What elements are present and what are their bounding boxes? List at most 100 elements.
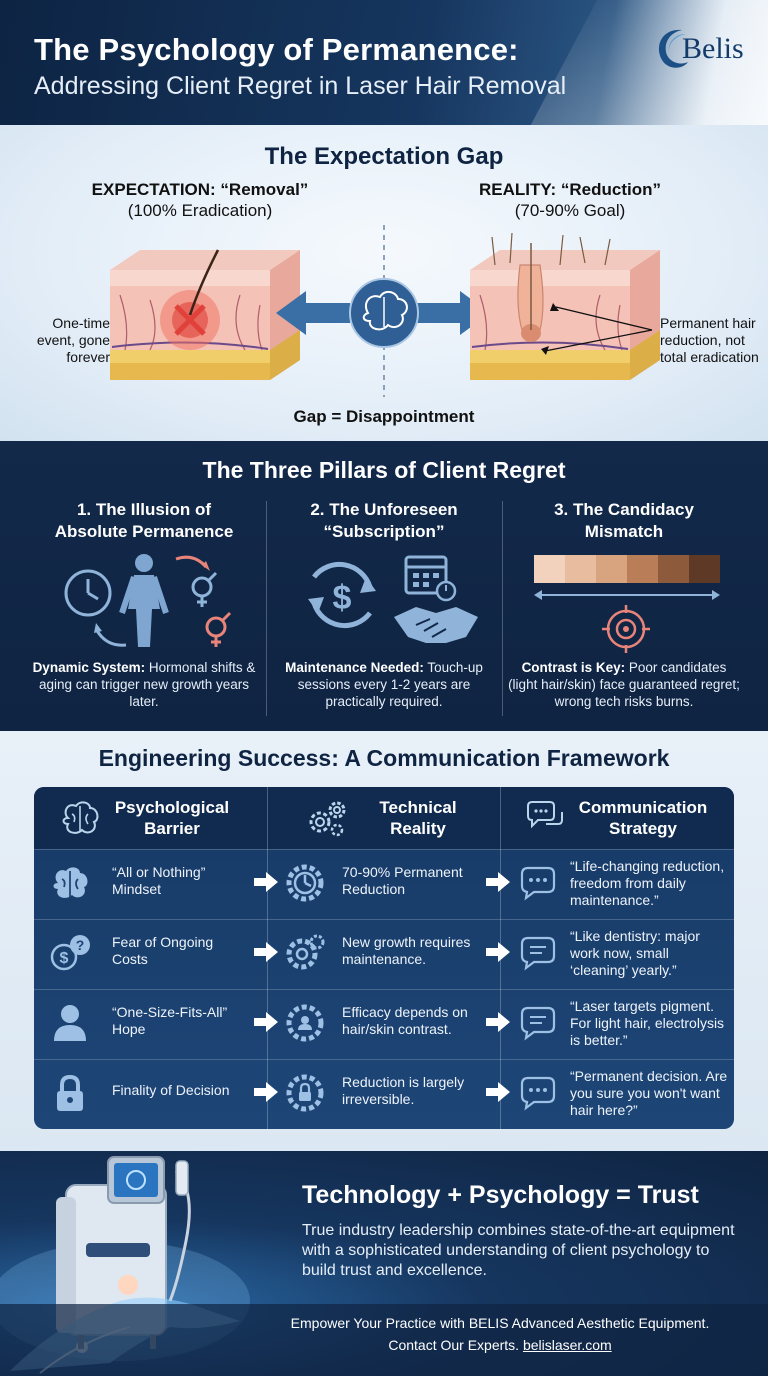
arrow-right-icon: [254, 1012, 278, 1032]
brain-icon: [62, 801, 99, 834]
arrow-right-icon: [486, 942, 510, 962]
pillar-description: Dynamic System: Hormonal shifts & aging …: [26, 659, 262, 710]
arrow-right-icon: [486, 1012, 510, 1032]
reality-note: Permanent hair reduction, not total erad…: [660, 315, 759, 365]
footer-section: Technology + Psychology = Trust True ind…: [0, 1151, 768, 1376]
pillar-title: 1. The Illusion of Absolute Permanence: [16, 499, 272, 543]
header-technical-reality: Technical Reality: [304, 787, 500, 849]
framework-title: Engineering Success: A Communication Fra…: [98, 745, 670, 771]
expectation-sub: (100% Eradication): [127, 201, 273, 220]
pillar-subscription: 2. The Unforeseen “Subscription” $ Maint…: [256, 499, 512, 719]
header-psychological-barrier: Psychological Barrier: [58, 787, 258, 849]
pillar-divider: [502, 501, 503, 716]
expectation-gap-illustration: [110, 225, 660, 397]
header-line1: Psychological: [114, 798, 230, 817]
pillar-title-line2: Mismatch: [584, 522, 664, 541]
gears-icon: [309, 801, 346, 837]
arrow-right-icon: [254, 1082, 278, 1102]
footer-title: Technology + Psychology = Trust: [302, 1181, 699, 1209]
chat-bubbles-icon: [527, 801, 563, 829]
barrier-text: Fear of Ongoing Costs: [112, 934, 214, 967]
pillar-candidacy: 3. The Candidacy Mismatch Contrast is Ke…: [496, 499, 752, 719]
footer-cta-line2: Contact Our Experts. belislaser.com: [250, 1337, 750, 1353]
reality-heading: REALITY: “Reduction”: [479, 180, 661, 199]
pillar-text: Hormonal shifts & aging can trigger new …: [38, 660, 256, 709]
framework-table: Psychological Barrier Technical Reality: [34, 787, 734, 1129]
header-line2: Reality: [390, 819, 446, 838]
header-line1: Communication: [578, 798, 708, 817]
brain-icon: [53, 867, 88, 898]
header-banner: The Psychology of Permanence: Addressing…: [0, 0, 768, 125]
arrow-right-icon: [486, 1082, 510, 1102]
belis-logo[interactable]: Belis: [652, 24, 762, 74]
gear-chart-icon: [286, 864, 324, 902]
clock-body-gender-icon: [64, 554, 232, 647]
person-icon: [54, 1005, 86, 1041]
reality-label: REALITY: “Reduction” (70-90% Goal): [440, 179, 700, 221]
dollar-cycle-handshake-icon: $: [308, 555, 478, 643]
strategy-text: “Laser targets pigment. For light hair, …: [570, 998, 725, 1048]
table-row: “All or Nothing” Mindset 70-90% Permanen…: [34, 849, 734, 915]
gear-lock-icon: [286, 1074, 324, 1112]
logo-text: Belis: [682, 32, 744, 65]
pillar-lead: Contrast is Key:: [521, 660, 626, 675]
pillar-description: Maintenance Needed: Touch-up sessions ev…: [266, 659, 502, 710]
skin-cross-section-icon: [110, 249, 300, 380]
svg-text:?: ?: [76, 937, 85, 953]
gear-person-icon: [286, 1004, 324, 1042]
website-link[interactable]: belislaser.com: [522, 1337, 612, 1353]
strategy-text: “Life-changing reduction, freedom from d…: [570, 858, 725, 908]
reality-text: Efficacy depends on hair/skin contrast.: [342, 1004, 468, 1037]
reality-sub: (70-90% Goal): [514, 201, 626, 220]
dollar-question-icon: $ ?: [50, 935, 90, 971]
pillar-lead: Maintenance Needed:: [285, 660, 424, 675]
footer-body: True industry leadership combines state-…: [302, 1222, 735, 1279]
expectation-heading: EXPECTATION: “Removal”: [91, 180, 309, 199]
pillar-lead: Dynamic System:: [32, 660, 146, 675]
reality-text: New growth requires maintenance.: [342, 934, 471, 967]
skin-cross-section-reality-icon: [470, 232, 660, 380]
padlock-icon: [57, 1074, 83, 1111]
skin-tone-target-icon: [534, 555, 720, 653]
pillar-text: Poor candidates (light hair/skin) face g…: [508, 660, 740, 709]
svg-text:$: $: [333, 579, 352, 617]
strategy-text: “Like dentistry: major work now, small ‘…: [570, 928, 700, 978]
header-line2: Strategy: [608, 819, 678, 838]
pillar-description: Contrast is Key: Poor candidates (light …: [506, 659, 742, 710]
barrier-text: Finality of Decision: [112, 1082, 230, 1098]
strategy-text: “Permanent decision. Are you sure you wo…: [570, 1068, 728, 1118]
expectation-note: One-time event, gone forever: [36, 315, 110, 365]
arrow-right-icon: [254, 872, 278, 892]
pillar-divider: [266, 501, 267, 716]
chat-bubble-icon: [520, 936, 556, 971]
pillars-title: The Three Pillars of Client Regret: [202, 457, 566, 483]
pillar-title: 3. The Candidacy Mismatch: [496, 499, 752, 543]
pillar-title: 2. The Unforeseen “Subscription”: [256, 499, 512, 543]
svg-text:$: $: [60, 950, 69, 967]
pillar-text: Touch-up sessions every 1-2 years are pr…: [297, 660, 483, 709]
framework-table-header: [34, 787, 734, 849]
expectation-gap-section: The Expectation Gap EXPECTATION: “Remova…: [0, 125, 768, 441]
reality-text: 70-90% Permanent Reduction: [342, 864, 463, 897]
page-title: The Psychology of Permanence:: [34, 32, 519, 67]
pillar-title-line2: “Subscription”: [323, 522, 445, 541]
gear-cycle-icon: [286, 934, 325, 970]
expectation-gap-title: The Expectation Gap: [264, 143, 504, 170]
barrier-text: “One-Size-Fits-All” Hope: [112, 1004, 228, 1037]
header-line2: Barrier: [144, 819, 200, 838]
header-label: Psychological Barrier: [102, 797, 242, 839]
barrier-text: “All or Nothing” Mindset: [112, 864, 206, 897]
header-label: Communication Strategy: [568, 797, 718, 839]
table-row: “One-Size-Fits-All” Hope Efficacy depend…: [34, 989, 734, 1055]
logo-swirl-icon: [658, 29, 688, 68]
table-row: Finality of Decision Reduction is largel…: [34, 1059, 734, 1125]
chat-bubble-icon: [520, 1076, 556, 1111]
pillars-section: The Three Pillars of Client Regret 1. Th…: [0, 441, 768, 731]
arrow-right-icon: [254, 942, 278, 962]
gap-caption: Gap = Disappointment: [293, 407, 475, 426]
table-row: $ ? Fear of Ongoing Costs New growth req…: [34, 919, 734, 985]
chat-bubble-icon: [520, 1006, 556, 1041]
pillar-title-line1: 3. The Candidacy: [554, 500, 694, 519]
pillar-title-line1: 2. The Unforeseen: [310, 500, 458, 519]
brain-icon: [349, 278, 419, 348]
